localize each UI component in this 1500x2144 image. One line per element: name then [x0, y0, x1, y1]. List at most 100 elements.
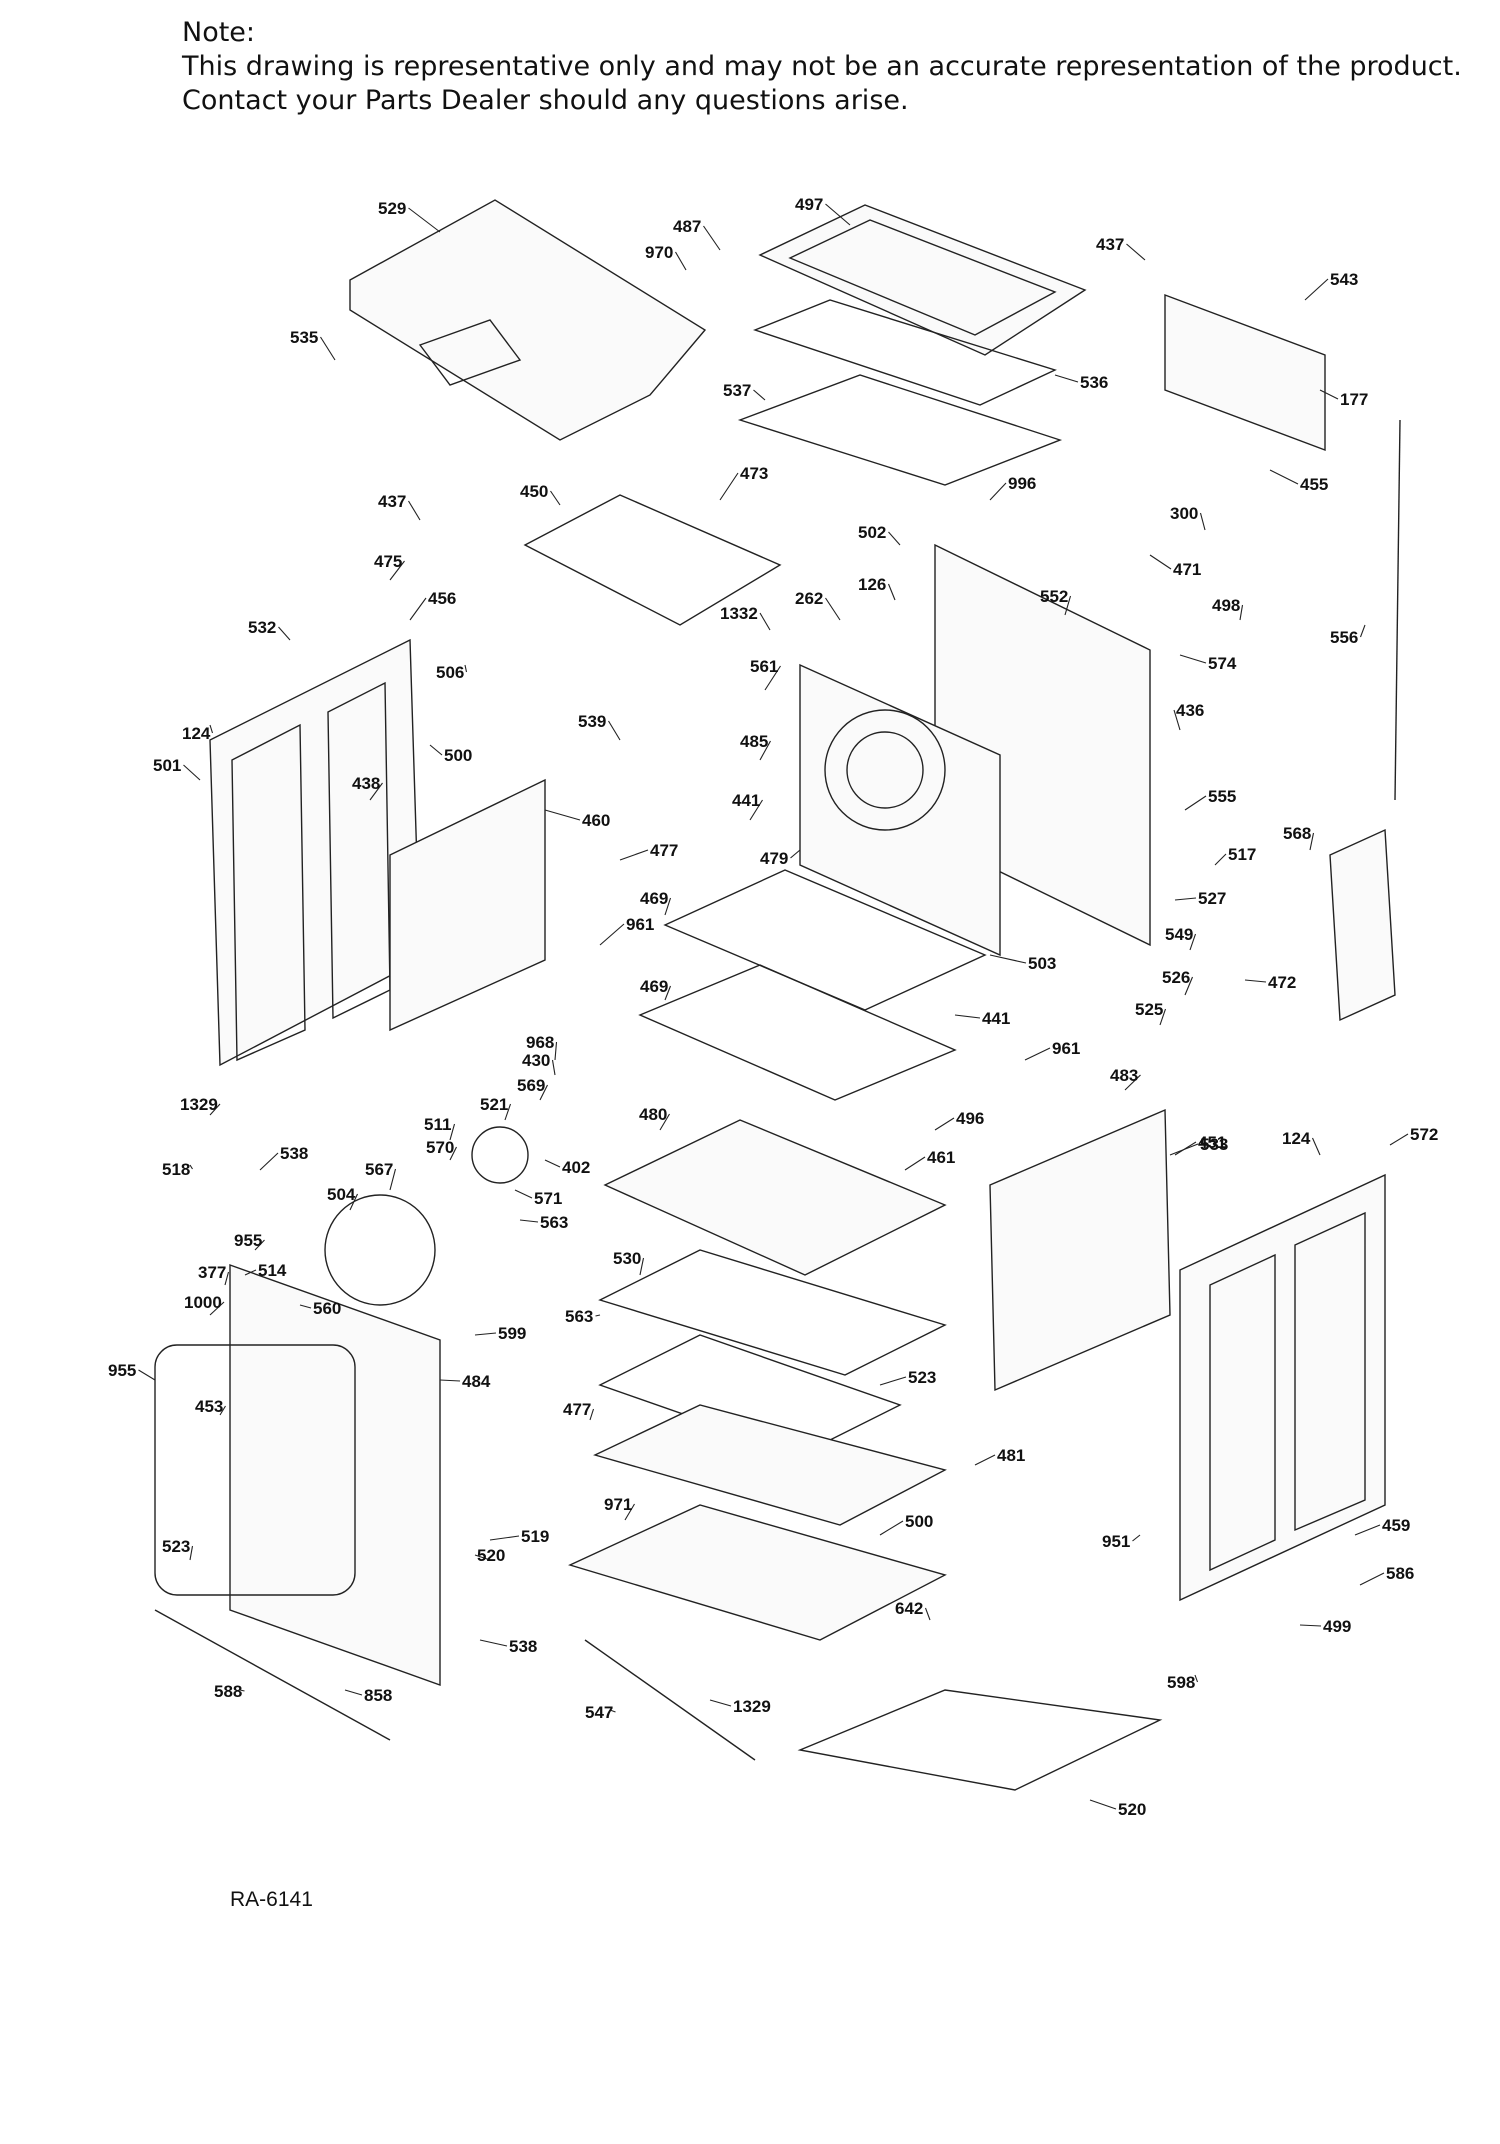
leader-line-506	[464, 664, 468, 673]
callout-455: 455	[1300, 475, 1328, 494]
leader-line-521	[504, 1103, 512, 1121]
callout-955: 955	[108, 1361, 136, 1380]
callout-461: 461	[927, 1148, 955, 1167]
callout-441: 441	[982, 1009, 1010, 1028]
part-glide-rack	[797, 1689, 1163, 1791]
leader-line-586	[1359, 1572, 1385, 1586]
disclaimer-note: Note: This drawing is representative onl…	[182, 16, 1462, 118]
callout-543: 543	[1330, 270, 1358, 289]
leader-line-520	[474, 1554, 491, 1561]
callout-500: 500	[905, 1512, 933, 1531]
leader-line-455	[1269, 469, 1299, 485]
callout-525: 525	[1135, 1000, 1163, 1019]
callout-588: 588	[214, 1682, 242, 1701]
part-rack-support-left	[389, 778, 546, 1032]
part-back-panel	[1164, 293, 1326, 452]
part-fan-blade	[471, 1126, 529, 1184]
part-side-panel-left	[209, 638, 421, 1067]
leader-line-533	[1169, 1143, 1199, 1156]
leader-line-525	[1159, 1008, 1167, 1026]
leader-line-520	[1089, 1799, 1117, 1810]
leader-line-460	[544, 809, 581, 821]
callout-571: 571	[534, 1189, 562, 1208]
leader-line-1332	[759, 612, 771, 631]
leader-line-527	[1174, 897, 1197, 901]
leader-line-530	[639, 1257, 645, 1276]
leader-line-961	[1024, 1047, 1051, 1061]
callout-484: 484	[462, 1372, 491, 1391]
callout-430: 430	[522, 1051, 550, 1070]
leader-line-450	[550, 490, 561, 506]
leader-line-571	[514, 1189, 533, 1199]
part-oven-rack-lower	[638, 964, 957, 1101]
leader-line-436	[1173, 709, 1181, 731]
callout-501: 501	[153, 756, 181, 775]
callout-481: 481	[997, 1446, 1025, 1465]
part-door-frame-top	[758, 204, 1087, 356]
callout-572: 572	[1410, 1125, 1438, 1144]
leader-line-539	[608, 720, 621, 741]
leader-line-568	[1309, 832, 1315, 851]
callout-1329: 1329	[180, 1095, 218, 1114]
part-side-panel-right	[1179, 1173, 1386, 1602]
leader-line-475	[389, 560, 405, 581]
part-rack-support-right	[989, 1108, 1171, 1392]
leader-line-519	[489, 1535, 520, 1541]
part-insulation-536	[752, 299, 1057, 406]
callout-529: 529	[378, 199, 406, 218]
callout-533: 533	[1200, 1135, 1228, 1154]
leader-line-124	[209, 724, 214, 734]
part-side-panel-right-window-2	[1294, 1211, 1366, 1532]
callout-511: 511	[424, 1115, 451, 1134]
leader-line-477	[589, 1408, 595, 1421]
leader-line-472	[1244, 979, 1267, 983]
callout-642: 642	[895, 1599, 923, 1618]
leader-line-961	[599, 923, 625, 946]
leader-line-951	[1132, 1534, 1141, 1542]
callout-552: 552	[1040, 587, 1068, 606]
leader-line-481	[974, 1454, 996, 1466]
callout-519: 519	[521, 1527, 549, 1546]
part-warming-drawer	[568, 1504, 947, 1641]
leader-line-570	[449, 1146, 457, 1161]
callout-485: 485	[740, 732, 768, 751]
part-oven-cavity	[799, 663, 1001, 957]
callout-951: 951	[1102, 1532, 1130, 1551]
part-control-housing	[1329, 828, 1396, 1022]
leader-line-300	[1199, 512, 1206, 531]
leader-line-526	[1184, 976, 1194, 996]
leader-line-561	[764, 665, 781, 691]
leader-line-538	[479, 1639, 508, 1647]
callout-523: 523	[908, 1368, 936, 1387]
callout-970: 970	[645, 243, 673, 262]
leader-line-599	[474, 1332, 497, 1336]
diagram-code: RA-6141	[230, 1888, 313, 1911]
leader-line-971	[624, 1503, 635, 1521]
leader-line-502	[888, 531, 901, 546]
leader-line-552	[1064, 595, 1072, 616]
part-fan-opening-inner	[846, 731, 924, 809]
part-trim-499	[154, 1609, 391, 1741]
callout-436: 436	[1176, 701, 1204, 720]
leader-line-469	[664, 897, 672, 916]
callout-480: 480	[639, 1105, 667, 1124]
callout-437: 437	[1096, 235, 1124, 254]
leader-line-487	[703, 225, 721, 251]
callout-1332: 1332	[720, 604, 758, 623]
callout-502: 502	[858, 523, 886, 542]
callout-377: 377	[198, 1263, 226, 1282]
callout-569: 569	[517, 1076, 545, 1095]
callout-499: 499	[1323, 1617, 1351, 1636]
leader-line-504	[349, 1193, 358, 1211]
callout-leaders	[138, 203, 1409, 1810]
leader-line-511	[449, 1123, 456, 1141]
callout-497: 497	[795, 195, 823, 214]
callout-570: 570	[426, 1138, 454, 1157]
callout-126: 126	[858, 575, 886, 594]
leader-line-569	[539, 1084, 548, 1101]
part-broil-element	[523, 494, 782, 626]
callout-479: 479	[760, 849, 788, 868]
leader-line-574	[1179, 654, 1207, 664]
leader-line-501	[183, 764, 201, 781]
